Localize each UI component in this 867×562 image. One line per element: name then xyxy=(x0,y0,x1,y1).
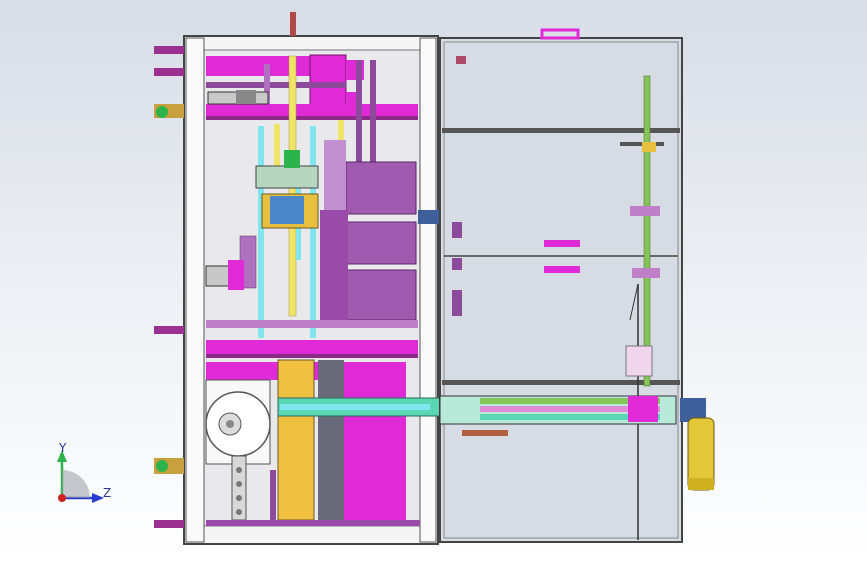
triad-z-label: Z xyxy=(103,486,111,500)
triad-y-label: Y xyxy=(58,441,67,455)
orientation-triad[interactable]: Y Z xyxy=(57,441,111,503)
left-cabinet xyxy=(183,35,472,545)
right-cabinet xyxy=(439,28,715,543)
leveling-feet xyxy=(154,12,296,528)
